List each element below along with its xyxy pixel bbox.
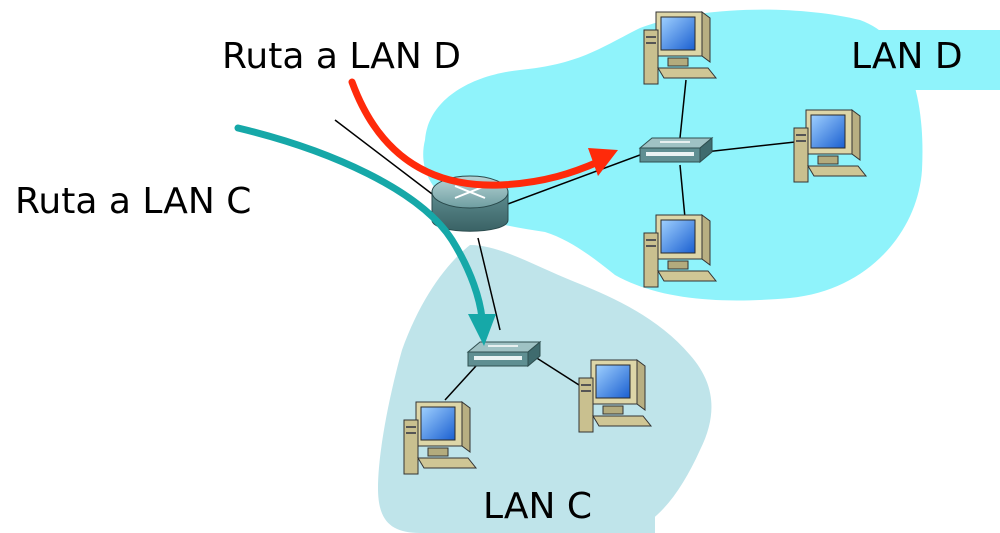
lan-c-label-bg (470, 470, 655, 533)
route-d-arrow (348, 78, 618, 189)
route-d-label: Ruta a LAN D (222, 36, 461, 77)
route-c-arrow (234, 124, 496, 346)
lan-d-label-bg (830, 30, 1000, 90)
switch-icon (639, 137, 713, 163)
route-c-label: Ruta a LAN C (15, 181, 251, 222)
links (334, 79, 796, 401)
switch-icon (467, 341, 541, 367)
computer-icon (643, 11, 717, 85)
lan-d-label: LAN D (851, 36, 963, 77)
lan-c-label: LAN C (483, 486, 592, 527)
